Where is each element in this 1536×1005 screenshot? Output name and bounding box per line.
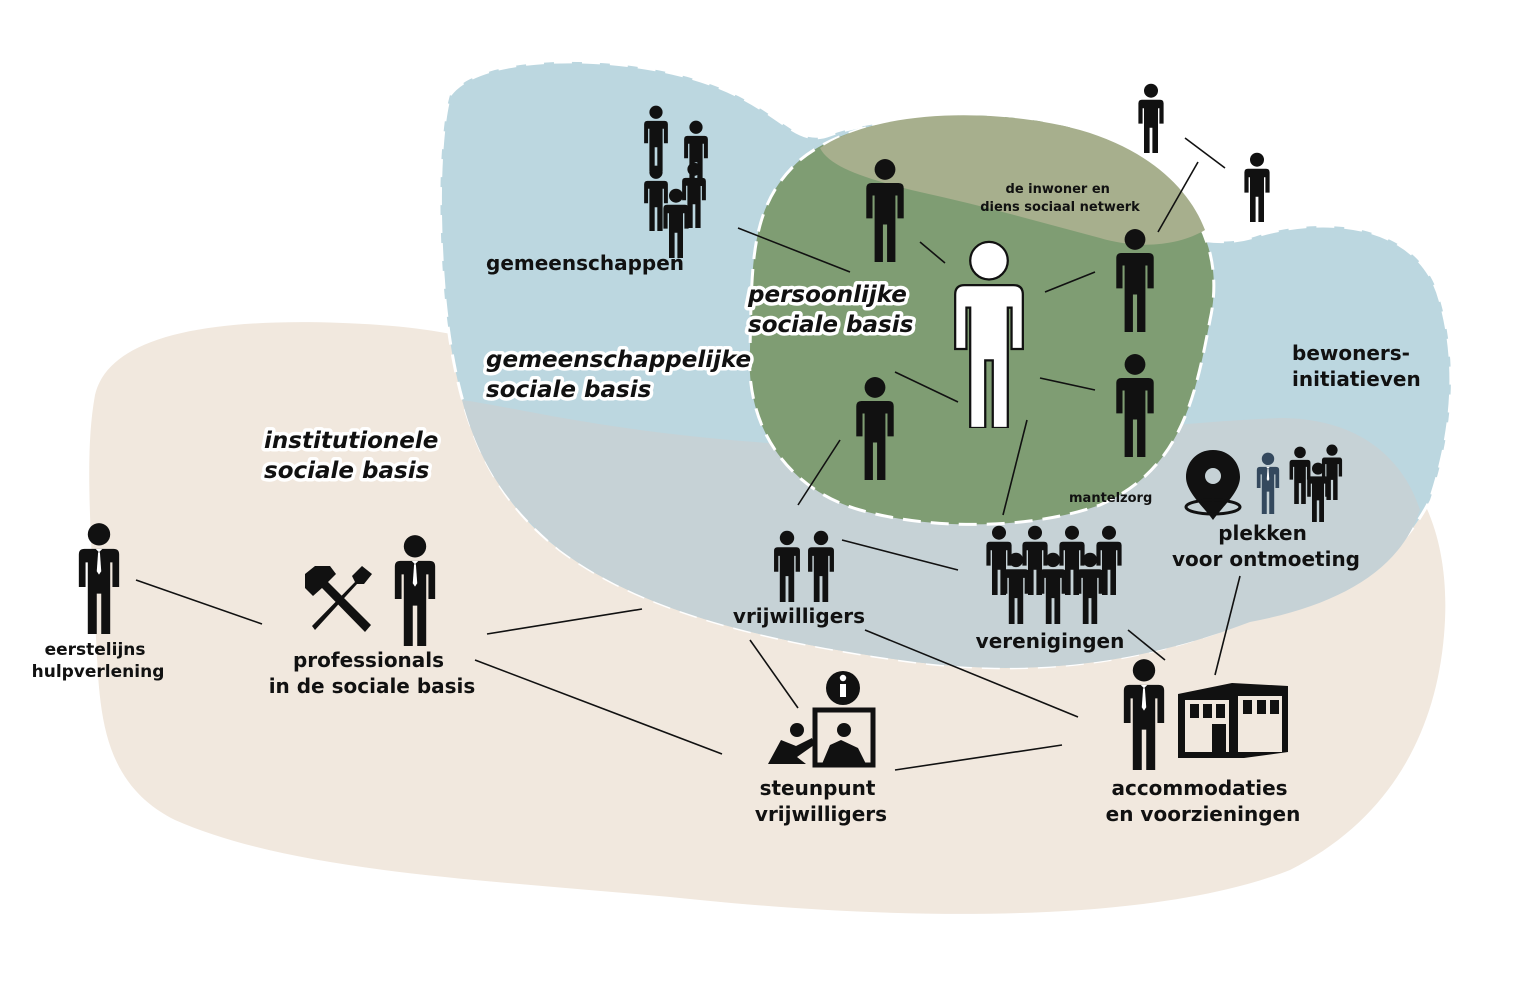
overlap-region <box>462 400 1420 668</box>
label-eerstelijns: eerstelijns hulpverlening <box>32 640 165 682</box>
zone-title-personal: persoonlijke sociale basis <box>747 282 915 338</box>
location-pin-icon <box>1184 450 1242 520</box>
tools-icon <box>305 566 372 632</box>
label-inwoner: de inwoner en diens sociaal netwerk <box>980 182 1140 215</box>
building-icon <box>1178 683 1288 758</box>
label-plekken: plekken voor ontmoeting <box>1172 521 1360 571</box>
label-verenigingen: verenigingen <box>976 629 1125 653</box>
connection-lines <box>135 137 1241 771</box>
label-accommodaties: accommodaties en voorzieningen <box>1106 776 1301 826</box>
label-professionals: professionals in de sociale basis <box>269 648 476 698</box>
zone-title-communal: gemeenschappelijke sociale basis <box>486 347 759 403</box>
label-steunpunt: steunpunt vrijwilligers <box>755 776 887 826</box>
info-desk-icon <box>768 671 876 768</box>
network-band <box>820 115 1205 245</box>
label-mantelzorg: mantelzorg <box>1069 491 1152 506</box>
zone-title-institutional: institutionele sociale basis <box>264 428 446 484</box>
label-vrijwilligers: vrijwilligers <box>733 604 865 628</box>
label-gemeenschappen: gemeenschappen <box>486 251 684 275</box>
label-bewoners: bewoners- initiatieven <box>1292 341 1421 391</box>
